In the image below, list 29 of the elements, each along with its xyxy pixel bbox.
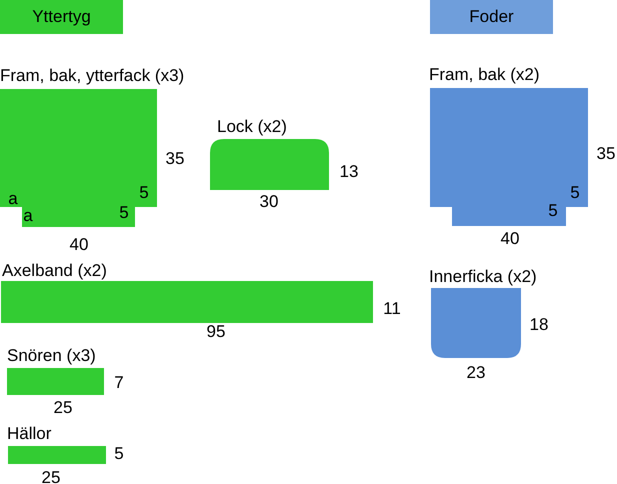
piece-title: Hällor [7,424,52,444]
dimension-label: a [8,189,18,209]
piece-title: Fram, bak, ytterfack (x3) [0,66,184,86]
dimension-label: 7 [114,373,124,393]
dimension-label: 18 [530,315,548,335]
dimension-label: 35 [596,144,616,164]
dimension-label: 30 [260,192,278,212]
piece-title: Axelband (x2) [2,261,107,281]
dimension-label: 13 [340,162,358,182]
fabric-heading: Foder [430,0,553,34]
dimension-label: 11 [383,299,401,319]
fabric-heading: Yttertyg [0,0,123,34]
piece-title: Lock (x2) [217,117,287,137]
dimension-label: 5 [139,183,149,203]
dimension-label: 40 [500,229,520,249]
piece-title: Innerficka (x2) [429,267,537,287]
piece-title: Fram, bak (x2) [429,65,540,85]
dimension-label: 5 [548,201,558,221]
piece-title: Snören (x3) [7,346,96,366]
dimension-label: 95 [206,322,226,342]
dimension-label: 40 [70,235,88,255]
dimension-label: 25 [42,468,60,484]
dimension-label: 25 [54,398,72,418]
dimension-label: a [23,206,33,226]
dimension-label: 5 [114,444,124,464]
dimension-label: 35 [166,149,184,169]
dimension-label: 5 [570,183,580,203]
dimension-label: 5 [119,203,129,223]
dimension-label: 23 [466,363,486,383]
